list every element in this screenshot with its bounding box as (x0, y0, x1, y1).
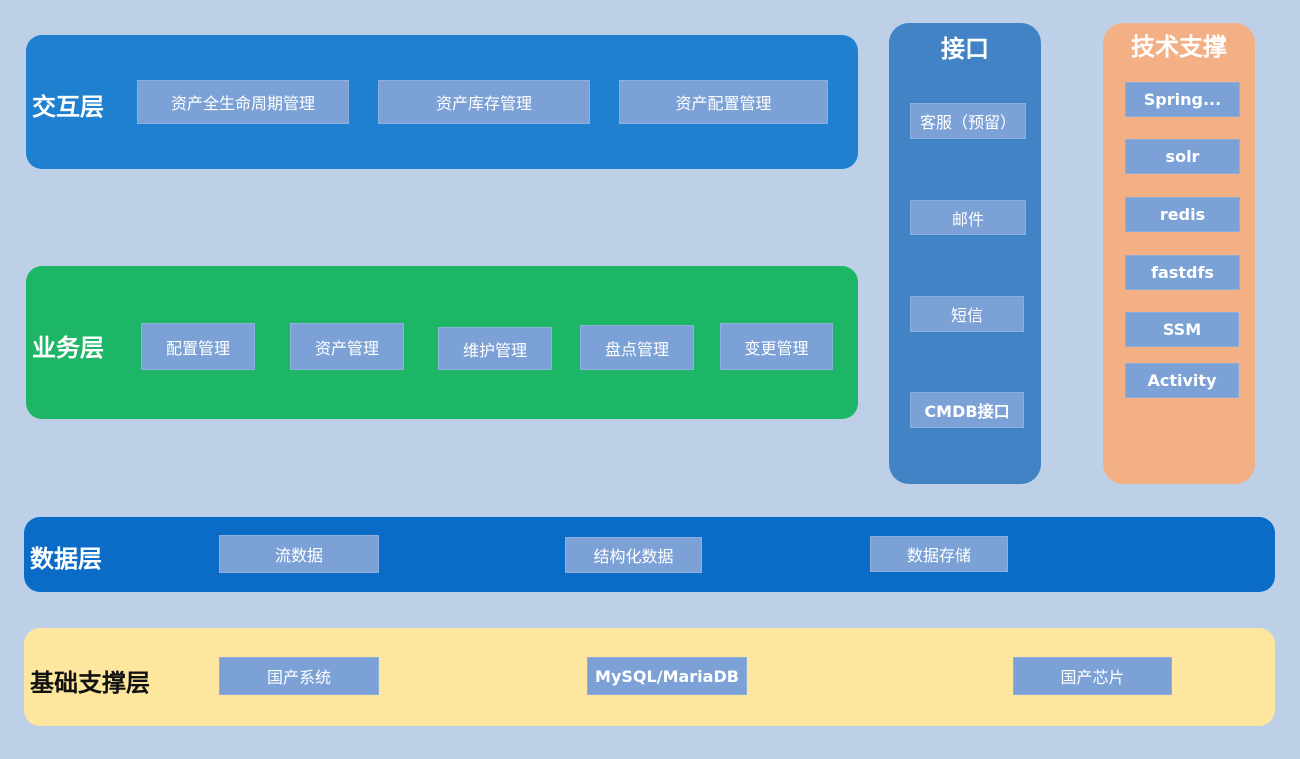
business-item[interactable]: 盘点管理 (580, 325, 694, 370)
data-layer: 数据层 流数据 结构化数据 数据存储 (24, 517, 1275, 592)
foundation-layer-title: 基础支撑层 (30, 669, 150, 697)
tech-item[interactable]: solr (1125, 139, 1240, 174)
business-item[interactable]: 配置管理 (141, 323, 255, 370)
interface-item[interactable]: 短信 (910, 296, 1024, 332)
interface-panel: 接口 客服（预留） 邮件 短信 CMDB接口 (889, 23, 1041, 484)
data-item[interactable]: 流数据 (219, 535, 379, 573)
tech-panel: 技术支撑 Spring... solr redis fastdfs SSM Ac… (1103, 23, 1255, 484)
foundation-item[interactable]: MySQL/MariaDB (587, 657, 747, 695)
interaction-item[interactable]: 资产配置管理 (619, 80, 828, 124)
business-item[interactable]: 资产管理 (290, 323, 404, 370)
business-layer: 业务层 配置管理 资产管理 维护管理 盘点管理 变更管理 (26, 266, 858, 419)
data-item[interactable]: 结构化数据 (565, 537, 702, 573)
foundation-layer: 基础支撑层 国产系统 MySQL/MariaDB 国产芯片 (24, 628, 1275, 726)
interaction-item[interactable]: 资产库存管理 (378, 80, 590, 124)
business-layer-title: 业务层 (32, 334, 104, 362)
interface-item[interactable]: 邮件 (910, 200, 1026, 235)
interaction-layer: 交互层 资产全生命周期管理 资产库存管理 资产配置管理 (26, 35, 858, 169)
interface-item[interactable]: 客服（预留） (910, 103, 1026, 139)
foundation-item[interactable]: 国产芯片 (1013, 657, 1172, 695)
data-item[interactable]: 数据存储 (870, 536, 1008, 572)
interaction-layer-title: 交互层 (32, 93, 104, 121)
tech-item[interactable]: redis (1125, 197, 1240, 232)
tech-item[interactable]: Spring... (1125, 82, 1240, 117)
interface-panel-title: 接口 (941, 35, 989, 63)
data-layer-title: 数据层 (30, 545, 102, 573)
business-item[interactable]: 变更管理 (720, 323, 833, 370)
interface-item[interactable]: CMDB接口 (910, 392, 1024, 428)
tech-item[interactable]: fastdfs (1125, 255, 1240, 290)
tech-panel-title: 技术支撑 (1131, 33, 1227, 61)
foundation-item[interactable]: 国产系统 (219, 657, 379, 695)
tech-item[interactable]: Activity (1125, 363, 1239, 398)
business-item[interactable]: 维护管理 (438, 327, 552, 370)
tech-item[interactable]: SSM (1125, 312, 1239, 347)
interaction-item[interactable]: 资产全生命周期管理 (137, 80, 349, 124)
